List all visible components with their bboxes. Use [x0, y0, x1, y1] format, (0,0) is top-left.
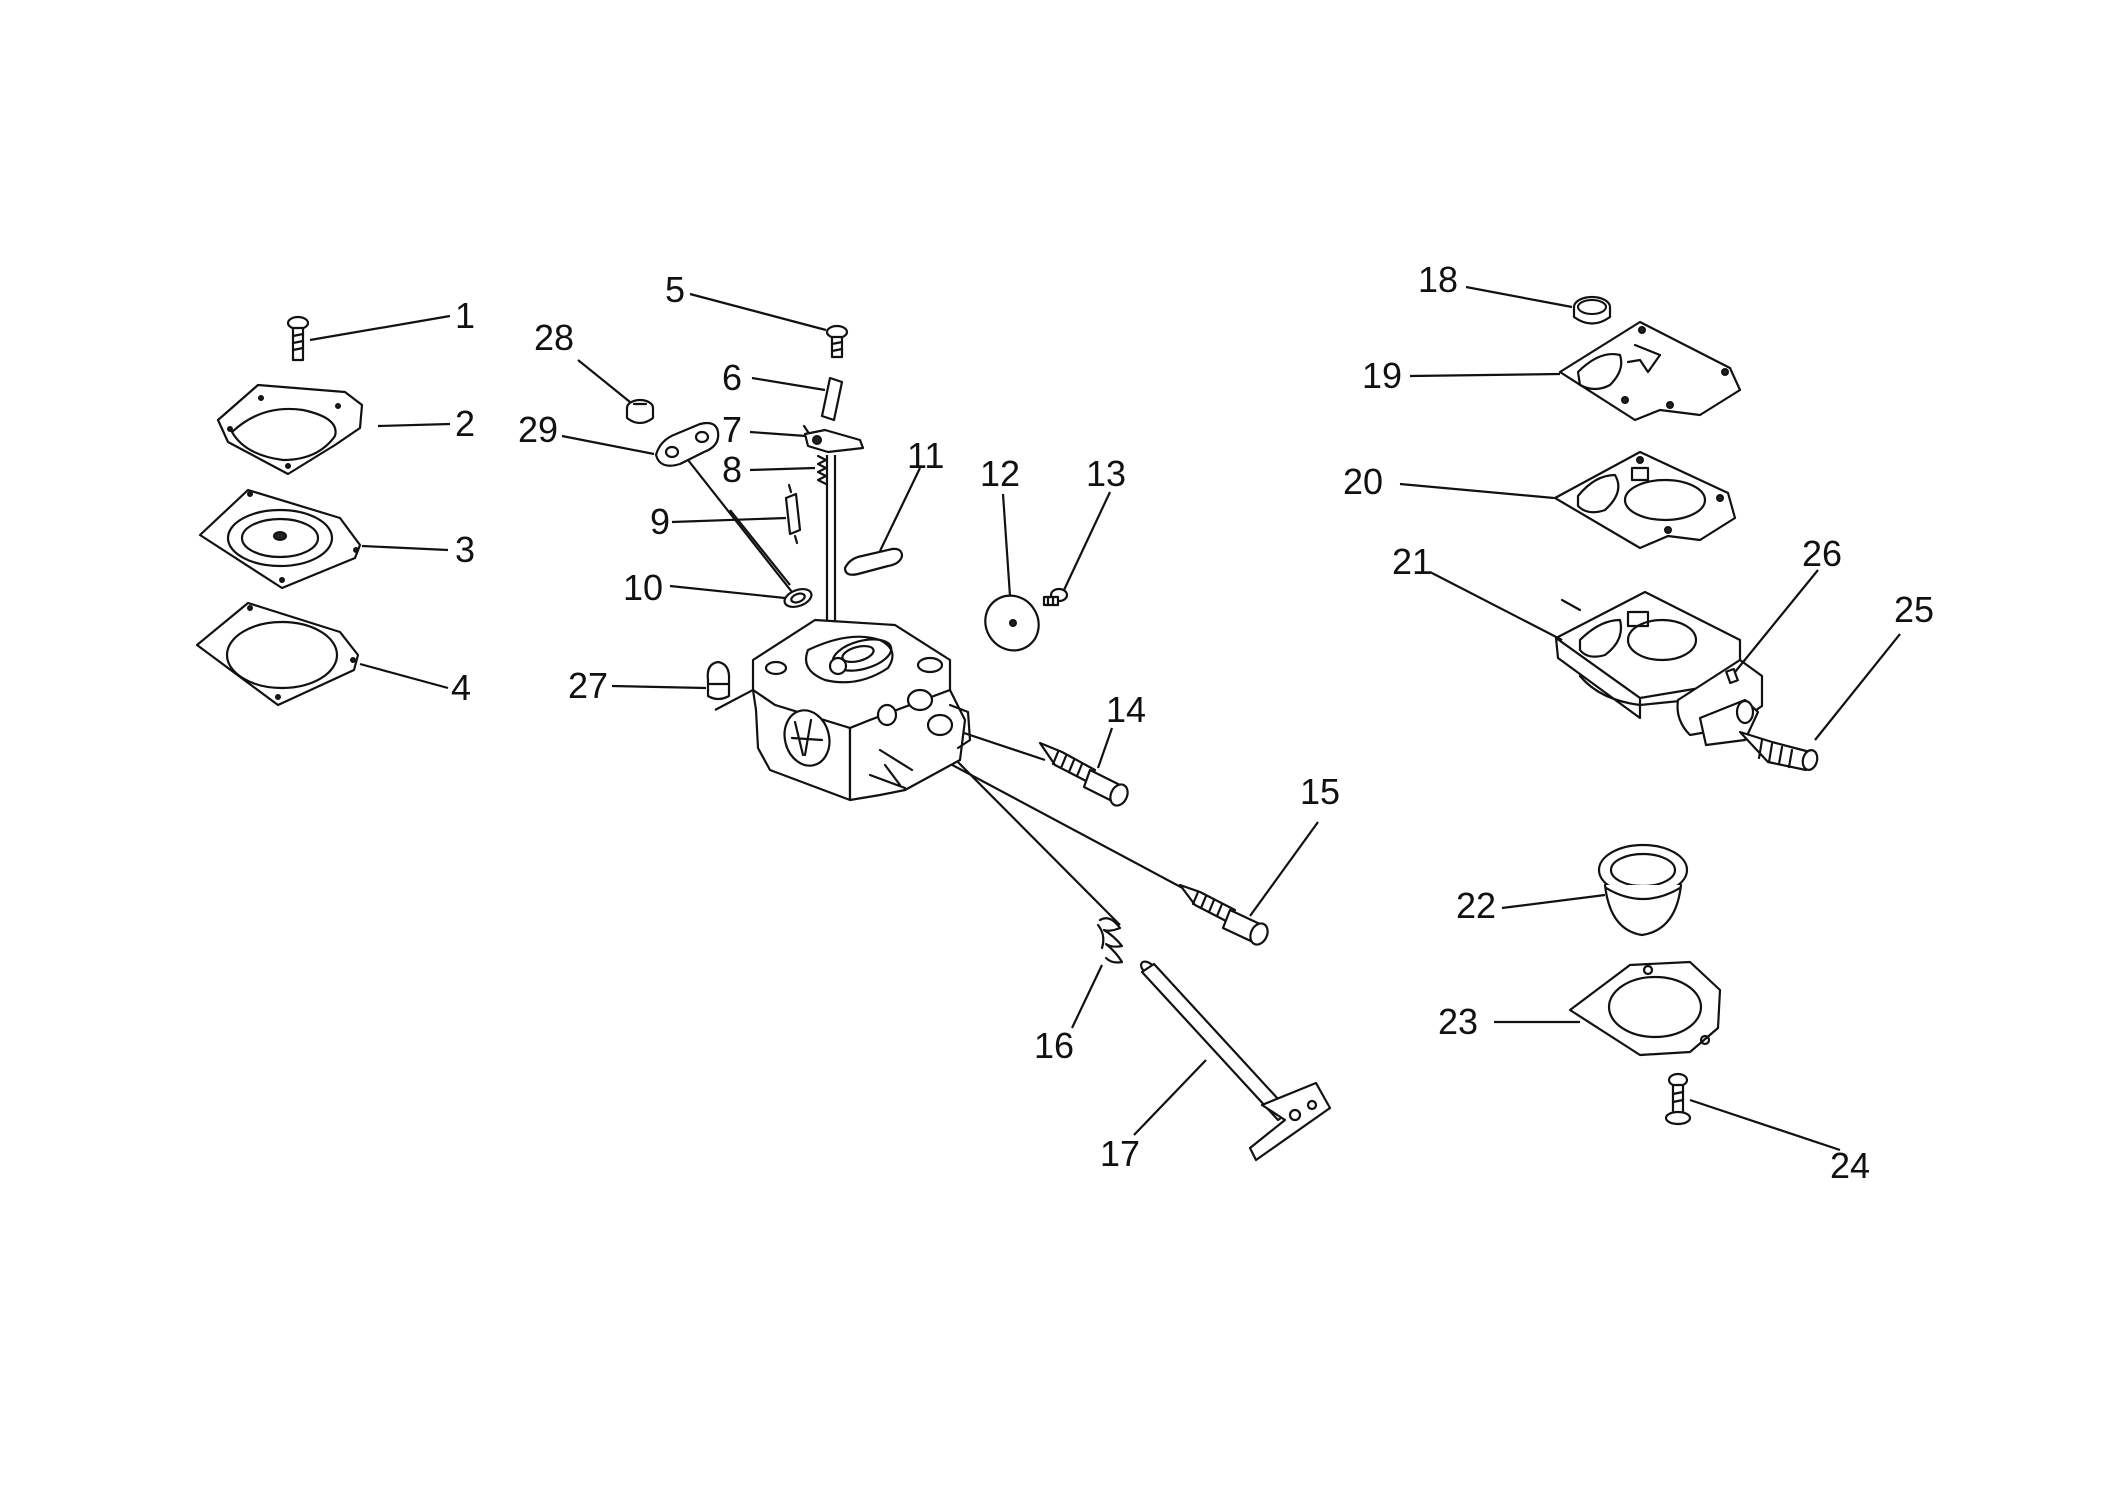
callout-1: 1	[455, 295, 475, 336]
leader-7	[749, 430, 807, 438]
part-7-lever	[804, 426, 863, 452]
part-28-plug	[627, 400, 653, 423]
callout-5: 5	[665, 269, 685, 310]
leader-15	[1249, 821, 1319, 917]
leader-18	[1465, 285, 1573, 309]
callout-22: 22	[1456, 885, 1496, 926]
part-16-spring	[1098, 918, 1122, 962]
callout-21: 21	[1392, 541, 1432, 582]
carburetor-body	[753, 620, 970, 800]
part-24-screw	[1666, 1074, 1690, 1124]
callout-12: 12	[980, 453, 1020, 494]
callout-6: 6	[722, 357, 742, 398]
part-11-strip	[845, 549, 902, 575]
callout-26: 26	[1802, 533, 1842, 574]
part-5-screw	[827, 326, 847, 357]
part-1-screw	[288, 317, 308, 360]
callout-4: 4	[451, 667, 471, 708]
part-20-gasket	[1555, 452, 1735, 548]
callout-14: 14	[1106, 689, 1146, 730]
callout-17: 17	[1100, 1133, 1140, 1174]
leader-19	[1409, 372, 1561, 378]
callout-10: 10	[623, 567, 663, 608]
part-29-plate	[656, 423, 718, 466]
part-9-needle	[786, 485, 800, 543]
callout-7: 7	[722, 409, 742, 450]
part-27-plug	[708, 662, 729, 699]
leader-20	[1399, 482, 1555, 500]
callout-23: 23	[1438, 1001, 1478, 1042]
leader-11	[879, 467, 921, 552]
part-17-shaft	[1139, 959, 1330, 1160]
callout-25: 25	[1894, 589, 1934, 630]
part-23-retainer-plate	[1570, 962, 1720, 1055]
leader-17	[1133, 1059, 1207, 1136]
callout-11: 11	[907, 435, 944, 476]
leader-4	[359, 662, 449, 690]
leader-26	[1734, 569, 1819, 673]
part-3-diaphragm	[200, 490, 360, 588]
leader-lines	[309, 285, 1901, 1152]
callout-9: 9	[650, 501, 670, 542]
part-25-screw	[1740, 732, 1819, 771]
callout-16: 16	[1034, 1025, 1074, 1066]
callout-13: 13	[1086, 453, 1126, 494]
leader-1	[309, 314, 451, 342]
part-14-needle	[1040, 743, 1131, 808]
callout-19: 19	[1362, 355, 1402, 396]
callout-27: 27	[568, 665, 608, 706]
callout-3: 3	[455, 529, 475, 570]
leader-16	[1071, 964, 1103, 1029]
part-6-pin	[822, 378, 842, 420]
part-12-disc	[975, 585, 1050, 661]
part-18-cap	[1574, 297, 1610, 324]
leader-21	[1429, 571, 1563, 641]
part-13-screw	[1044, 589, 1067, 605]
part-4-gasket	[197, 603, 358, 705]
callout-20: 20	[1343, 461, 1383, 502]
leader-8	[749, 466, 816, 472]
leader-24	[1689, 1098, 1841, 1152]
callout-15: 15	[1300, 771, 1340, 812]
callout-labels: 1 2 3 4 5 6 7 8 9 10 11 12 13 14 15 16 1…	[451, 259, 1934, 1186]
leader-12	[1001, 493, 1012, 597]
part-21-pump-body	[1556, 592, 1762, 745]
part-19-plate	[1560, 322, 1740, 420]
leader-14	[1096, 727, 1114, 769]
part-15-needle	[1180, 885, 1271, 947]
leader-28	[577, 359, 631, 403]
leader-6	[751, 376, 826, 392]
callout-8: 8	[722, 449, 742, 490]
leader-22	[1501, 893, 1606, 910]
callout-29: 29	[518, 409, 558, 450]
part-8-spring	[818, 456, 826, 484]
leader-13	[1063, 491, 1111, 591]
callout-28: 28	[534, 317, 574, 358]
callout-2: 2	[455, 403, 475, 444]
part-2-diaphragm-cover	[218, 385, 362, 474]
leader-10	[669, 584, 786, 600]
part-22-pump-cup	[1599, 845, 1687, 935]
callout-24: 24	[1830, 1145, 1870, 1186]
leader-25	[1814, 633, 1901, 741]
leader-2	[377, 422, 451, 428]
leader-29	[561, 434, 655, 456]
leader-9	[671, 516, 787, 524]
callout-18: 18	[1418, 259, 1458, 300]
leader-5	[689, 292, 827, 332]
part-10-ring	[782, 586, 814, 611]
leader-27	[611, 684, 707, 690]
leader-3	[361, 544, 449, 552]
